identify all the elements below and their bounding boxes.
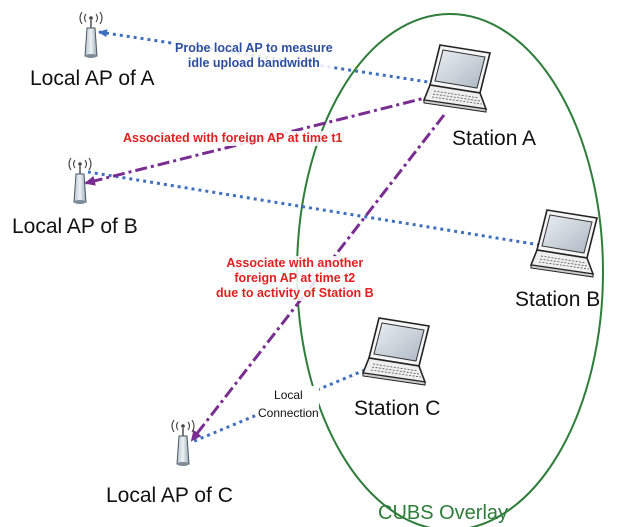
local-label-line-2: Connection bbox=[258, 406, 319, 420]
assoc-t1-edge-label: Associated with foreign AP at time t1 bbox=[123, 131, 343, 146]
probe-edge-label: Probe local AP to measure idle upload ba… bbox=[175, 41, 333, 71]
laptop-icon bbox=[530, 209, 598, 278]
cubs-overlay-label: CUBS Overlay bbox=[378, 502, 509, 524]
local-label-line-1: Local bbox=[274, 388, 303, 402]
assoc-t2-label-line-1: Associate with another bbox=[226, 256, 364, 270]
station-c-label: Station C bbox=[354, 397, 441, 420]
local-b-edge bbox=[87, 170, 541, 247]
laptop-icon bbox=[423, 44, 491, 113]
laptop-icon bbox=[362, 317, 430, 386]
wireless-router-icon bbox=[79, 11, 103, 59]
wireless-router-icon bbox=[171, 419, 195, 467]
probe-label-line-2: idle upload bandwidth bbox=[187, 56, 320, 70]
probe-label-line-1: Probe local AP to measure bbox=[175, 41, 333, 55]
assoc-t1-edge bbox=[84, 93, 438, 186]
assoc-t2-label-line-3: due to activity of Station B bbox=[216, 286, 374, 300]
assoc-t2-edge-label: Associate with another foreign AP at tim… bbox=[216, 256, 374, 301]
local-ap-b-label: Local AP of B bbox=[12, 215, 138, 238]
assoc-t2-label-line-2: foreign AP at time t2 bbox=[234, 271, 356, 285]
station-a-label: Station A bbox=[452, 127, 537, 150]
local-ap-a-label: Local AP of A bbox=[30, 67, 155, 90]
local-ap-c-label: Local AP of C bbox=[106, 484, 233, 507]
wireless-router-icon bbox=[68, 157, 92, 205]
station-b-label: Station B bbox=[515, 288, 601, 311]
local-connection-label: Local Connection bbox=[258, 386, 319, 422]
